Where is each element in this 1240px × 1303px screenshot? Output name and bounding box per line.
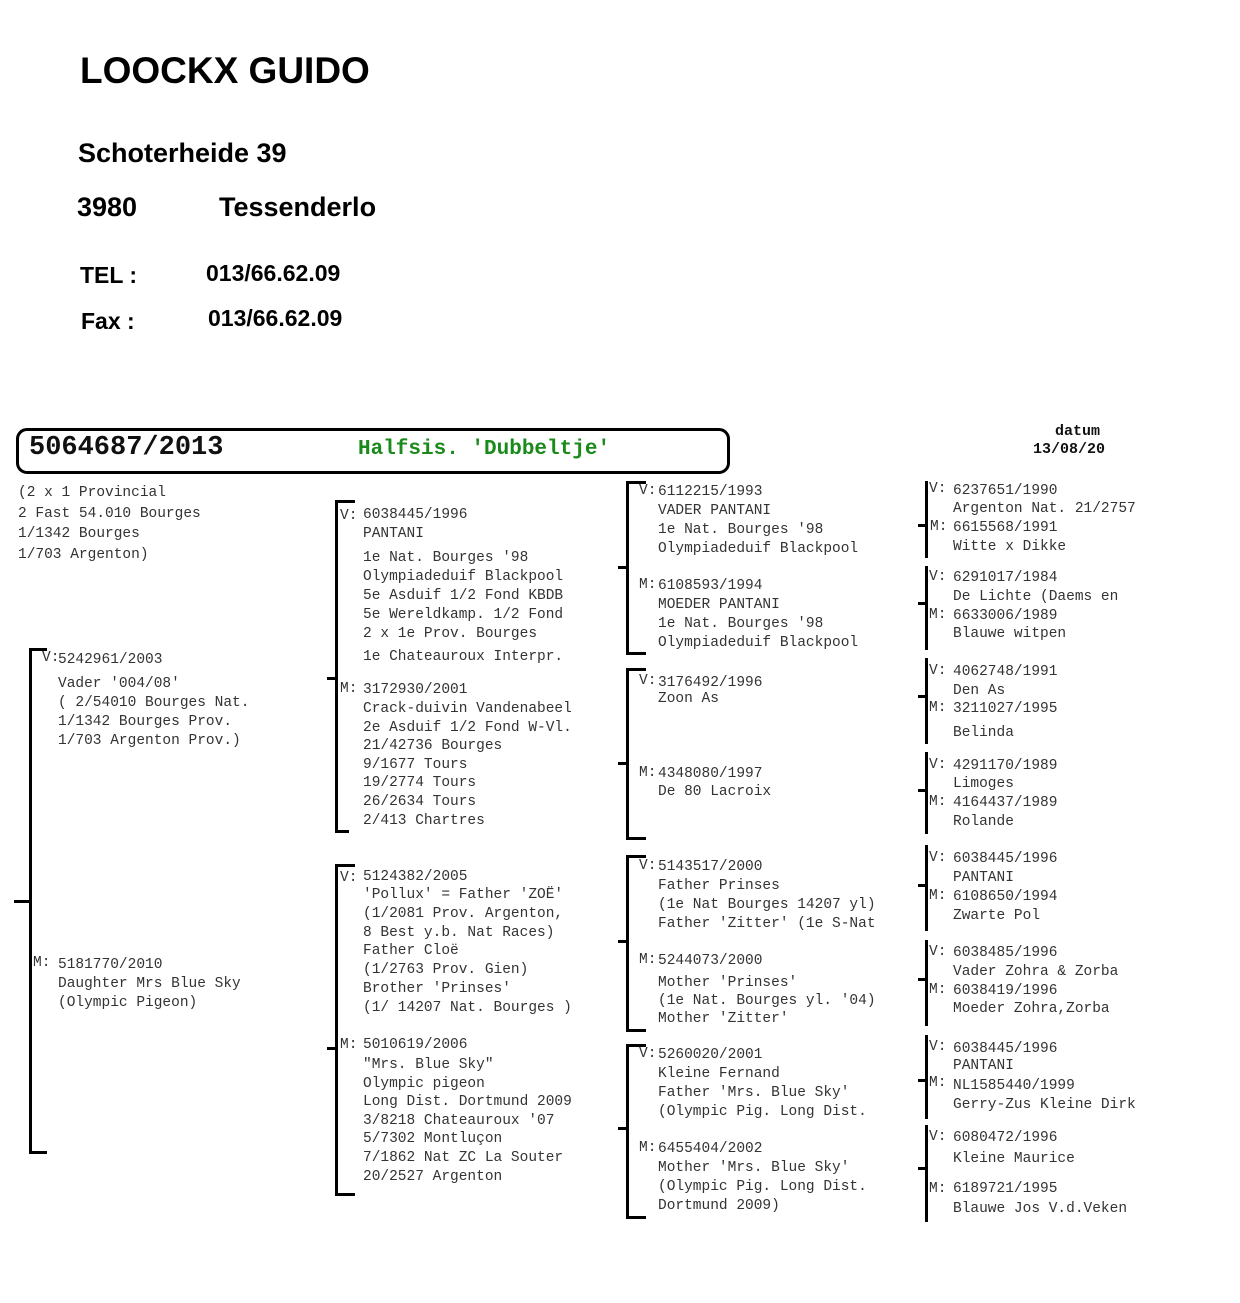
subject-ring: 5064687/2013 (29, 433, 224, 463)
gen3-ring-2: 6108593/1994 (658, 578, 763, 594)
gen3-ring-1: 6112215/1993 (658, 484, 763, 500)
gen2-sd-ring: 3172930/2001 (363, 682, 468, 698)
tel-label: TEL : (80, 262, 138, 288)
gen4-ring-16: 6189721/1995 (953, 1181, 1058, 1197)
fax-label: Fax : (81, 308, 135, 334)
gen4-ring-11: 6038485/1996 (953, 945, 1058, 961)
gen3-text-8: Mother 'Mrs. Blue Sky' (Olympic Pig. Lon… (658, 1160, 867, 1214)
gen3-bracket-2 (626, 668, 629, 840)
gen3-text-1: VADER PANTANI 1e Nat. Bourges '98 Olympi… (658, 503, 859, 557)
gen1-dam-ring: 5181770/2010 (58, 957, 163, 973)
gen4-text-9: PANTANI (953, 870, 1014, 886)
gen4-ring-4: 6633006/1989 (953, 608, 1058, 624)
gen3-text-2: MOEDER PANTANI 1e Nat. Bourges '98 Olymp… (658, 597, 859, 651)
gen3-bracket-1 (626, 481, 629, 655)
datum-value: 13/08/20 (1033, 441, 1106, 458)
gen4-text-1: Argenton Nat. 21/2757 (953, 501, 1136, 517)
gen4-ring-13: 6038445/1996 (953, 1041, 1058, 1057)
gen3-ring-4: 4348080/1997 (658, 766, 763, 782)
gen4-ring-6: 3211027/1995 (953, 701, 1058, 717)
breeder-name: LOOCKX GUIDO (80, 50, 370, 91)
gen2-ss-name: PANTANI (363, 526, 424, 542)
gen1-bracket (29, 648, 32, 1154)
gen3-text-5: Father Prinses (1e Nat Bourges 14207 yl)… (658, 878, 876, 932)
gen4-bar-3 (925, 658, 928, 744)
breeder-postcode: 3980 (77, 192, 138, 222)
gen3-bracket-4 (626, 1044, 629, 1219)
gen2-dd-ring: 5010619/2006 (363, 1037, 468, 1053)
gen4-text-12: Moeder Zohra,Zorba (953, 1001, 1110, 1017)
gen2-ds-ring: 5124382/2005 (363, 869, 468, 885)
gen3-text-6: Mother 'Prinses' (1e Nat. Bourges yl. '0… (658, 975, 876, 1027)
gen4-ring-7: 4291170/1989 (953, 758, 1058, 774)
gen3-ring-8: 6455404/2002 (658, 1141, 763, 1157)
gen3-ring-7: 5260020/2001 (658, 1047, 763, 1063)
gen4-text-14: Gerry-Zus Kleine Dirk (953, 1097, 1136, 1113)
gen4-text-10: Zwarte Pol (953, 908, 1041, 924)
gen4-ring-5: 4062748/1991 (953, 664, 1058, 680)
gen4-bar-7 (925, 1035, 928, 1119)
gen3-text-3: Zoon As (658, 691, 719, 707)
gen2-upper-bracket (335, 500, 338, 833)
gen4-text-11: Vader Zohra & Zorba (953, 964, 1119, 980)
gen2-lower-bracket (335, 864, 338, 1196)
gen4-bar-2 (925, 566, 928, 650)
gen3-ring-6: 5244073/2000 (658, 953, 763, 969)
gen4-bar-4 (925, 752, 928, 834)
gen1-sire-ring: 5242961/2003 (58, 652, 163, 668)
breeder-city: Tessenderlo (219, 192, 377, 222)
gen4-text-6: Belinda (953, 725, 1014, 741)
datum-label: datum (1055, 423, 1101, 440)
gen4-bar-1 (925, 481, 928, 558)
gen1-sire-text: Vader '004/08' ( 2/54010 Bourges Nat. 1/… (58, 676, 250, 749)
gen3-text-4: De 80 Lacroix (658, 784, 772, 800)
gen2-dd-text: "Mrs. Blue Sky" Olympic pigeon Long Dist… (363, 1057, 572, 1185)
gen3-ring-3: 3176492/1996 (658, 675, 763, 691)
gen4-text-8: Rolande (953, 814, 1014, 830)
fax-value: 013/66.62.09 (208, 305, 343, 331)
gen4-text-3: De Lichte (Daems en (953, 589, 1119, 605)
gen3-text-7: Kleine Fernand Father 'Mrs. Blue Sky' (O… (658, 1066, 867, 1120)
gen2-ds-text: 'Pollux' = Father 'ZOË' (1/2081 Prov. Ar… (363, 887, 572, 1016)
gen4-bar-5 (925, 845, 928, 931)
gen2-ss-perf: 1e Nat. Bourges '98 Olympiadeduif Blackp… (363, 550, 564, 642)
gen4-ring-14: NL1585440/1999 (953, 1078, 1075, 1094)
gen4-ring-2: 6615568/1991 (953, 520, 1058, 536)
gen2-ss-perf2: 1e Chateauroux Interpr. (363, 649, 564, 665)
gen4-text-16: Blauwe Jos V.d.Veken (953, 1201, 1128, 1217)
subject-name: Halfsis. 'Dubbeltje' (358, 438, 611, 461)
gen4-text-15: Kleine Maurice (953, 1151, 1075, 1167)
tel-value: 013/66.62.09 (206, 260, 341, 286)
gen4-text-4: Blauwe witpen (953, 626, 1067, 642)
gen3-ring-5: 5143517/2000 (658, 859, 763, 875)
gen3-bracket-3 (626, 855, 629, 1032)
gen1-sire-label: V: (42, 650, 60, 666)
breeder-street: Schoterheide 39 (78, 138, 287, 168)
gen4-ring-1: 6237651/1990 (953, 483, 1058, 499)
subject-notes: (2 x 1 Provincial 2 Fast 54.010 Bourges … (18, 485, 201, 563)
subject-box (16, 428, 730, 474)
gen4-text-13: PANTANI (953, 1058, 1014, 1074)
gen4-text-7: Limoges (953, 776, 1014, 792)
gen1-dam-text: Daughter Mrs Blue Sky (Olympic Pigeon) (58, 976, 241, 1011)
gen4-ring-3: 6291017/1984 (953, 570, 1058, 586)
gen4-bar-8 (925, 1125, 928, 1222)
gen4-ring-12: 6038419/1996 (953, 983, 1058, 999)
gen4-ring-8: 4164437/1989 (953, 795, 1058, 811)
gen2-sd-text: Crack-duivin Vandenabeel 2e Asduif 1/2 F… (363, 701, 572, 829)
gen4-ring-15: 6080472/1996 (953, 1130, 1058, 1146)
gen4-text-5: Den As (953, 683, 1006, 699)
gen4-bar-6 (925, 940, 928, 1026)
gen2-ss-ring: 6038445/1996 (363, 507, 468, 523)
gen1-dam-label: M: (33, 955, 51, 971)
gen4-text-2: Witte x Dikke (953, 539, 1067, 555)
gen4-ring-9: 6038445/1996 (953, 851, 1058, 867)
gen4-ring-10: 6108650/1994 (953, 889, 1058, 905)
